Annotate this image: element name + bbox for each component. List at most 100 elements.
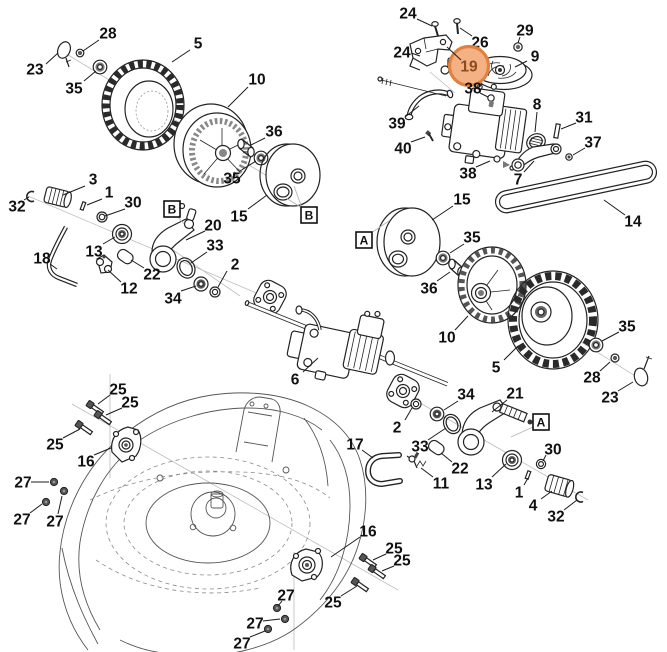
bracket-16-lower xyxy=(290,547,323,582)
callout-37[interactable]: 37 xyxy=(584,135,601,152)
leader-line xyxy=(86,198,103,206)
callout-34[interactable]: 34 xyxy=(164,291,182,308)
callout-5[interactable]: 5 xyxy=(492,360,501,377)
callout-2[interactable]: 2 xyxy=(231,257,240,274)
callout-19[interactable]: 19 xyxy=(460,59,478,76)
nut-27-f xyxy=(263,624,273,634)
assembly-marker-A[interactable]: A xyxy=(537,416,546,430)
bolt-25-f xyxy=(350,577,370,593)
callout-25[interactable]: 25 xyxy=(121,395,139,412)
callout-8[interactable]: 8 xyxy=(533,97,542,114)
marker-leader-line xyxy=(177,216,185,225)
tire-5-left xyxy=(101,59,185,151)
callout-24[interactable]: 24 xyxy=(399,6,417,23)
callout-27[interactable]: 27 xyxy=(277,588,294,605)
callout-3[interactable]: 3 xyxy=(89,172,98,189)
callout-34[interactable]: 34 xyxy=(457,387,475,404)
callout-27[interactable]: 27 xyxy=(13,512,30,529)
leader-line xyxy=(517,36,521,44)
callout-27[interactable]: 27 xyxy=(14,475,31,492)
screw-24 xyxy=(431,21,439,37)
callout-27[interactable]: 27 xyxy=(233,636,250,652)
callout-30[interactable]: 30 xyxy=(124,195,141,212)
callout-27[interactable]: 27 xyxy=(246,616,263,633)
leader-line xyxy=(416,18,433,27)
callout-1[interactable]: 1 xyxy=(515,485,524,502)
callout-10[interactable]: 10 xyxy=(438,330,455,347)
callout-36[interactable]: 36 xyxy=(420,281,438,298)
callout-25[interactable]: 25 xyxy=(324,595,342,612)
assembly-marker-B[interactable]: B xyxy=(305,209,314,223)
callout-20[interactable]: 20 xyxy=(204,218,221,235)
leader-line xyxy=(29,503,43,514)
callout-15[interactable]: 15 xyxy=(230,209,248,226)
leader-line xyxy=(443,400,459,411)
callout-6[interactable]: 6 xyxy=(291,372,300,389)
callout-25[interactable]: 25 xyxy=(46,437,64,454)
callout-32[interactable]: 32 xyxy=(547,509,564,526)
callout-38[interactable]: 38 xyxy=(459,166,477,183)
callout-21[interactable]: 21 xyxy=(506,386,524,403)
callout-25[interactable]: 25 xyxy=(109,382,127,399)
callout-28[interactable]: 28 xyxy=(583,370,601,387)
leader-line xyxy=(410,52,421,57)
callout-11[interactable]: 11 xyxy=(433,476,450,493)
leader-line xyxy=(479,92,489,98)
assembly-marker-box-A[interactable] xyxy=(532,413,550,431)
callout-25[interactable]: 25 xyxy=(385,541,403,558)
assembly-marker-B[interactable]: B xyxy=(168,203,177,217)
washer-2-right xyxy=(410,398,422,410)
callout-10[interactable]: 10 xyxy=(248,72,265,89)
callout-4[interactable]: 4 xyxy=(529,498,538,515)
callout-38[interactable]: 38 xyxy=(464,81,482,98)
callout-27[interactable]: 27 xyxy=(46,514,63,531)
callout-25[interactable]: 25 xyxy=(393,553,411,570)
leader-line xyxy=(381,565,395,572)
callout-13[interactable]: 13 xyxy=(475,477,493,494)
callout-5[interactable]: 5 xyxy=(194,36,203,53)
callout-15[interactable]: 15 xyxy=(453,192,471,209)
callout-14[interactable]: 14 xyxy=(624,214,642,231)
callout-35[interactable]: 35 xyxy=(223,171,241,188)
callout-35[interactable]: 35 xyxy=(618,319,636,336)
callout-23[interactable]: 23 xyxy=(26,62,44,79)
callout-33[interactable]: 33 xyxy=(411,439,429,456)
callout-22[interactable]: 22 xyxy=(143,267,160,284)
assembly-marker-box-B[interactable] xyxy=(163,200,181,218)
leader-line xyxy=(104,208,126,217)
assembly-marker-box-B[interactable] xyxy=(300,206,318,224)
callout-2[interactable]: 2 xyxy=(393,420,402,437)
callout-1[interactable]: 1 xyxy=(105,185,114,202)
callout-18[interactable]: 18 xyxy=(33,251,51,268)
callout-24[interactable]: 24 xyxy=(393,45,411,62)
nut-28-right xyxy=(610,353,620,363)
bearing-35-right-inner xyxy=(435,250,451,266)
bolt-25-c xyxy=(74,420,94,436)
callout-16[interactable]: 16 xyxy=(77,454,95,471)
callout-9[interactable]: 9 xyxy=(531,49,540,66)
callout-23[interactable]: 23 xyxy=(601,390,619,407)
callout-40[interactable]: 40 xyxy=(394,141,411,158)
callout-7[interactable]: 7 xyxy=(514,172,523,189)
leader-line xyxy=(107,269,122,283)
assembly-marker-A[interactable]: A xyxy=(360,234,369,248)
callout-17[interactable]: 17 xyxy=(346,437,363,454)
callout-35[interactable]: 35 xyxy=(463,230,481,247)
callout-36[interactable]: 36 xyxy=(265,124,283,141)
callout-31[interactable]: 31 xyxy=(575,110,593,127)
screw-37 xyxy=(565,153,573,161)
callout-33[interactable]: 33 xyxy=(206,238,224,255)
callout-13[interactable]: 13 xyxy=(85,244,103,261)
callout-35[interactable]: 35 xyxy=(65,81,83,98)
bolt-25-e xyxy=(367,564,387,580)
callout-22[interactable]: 22 xyxy=(451,461,468,478)
callout-39[interactable]: 39 xyxy=(388,116,406,133)
screw-26 xyxy=(453,18,461,35)
callout-16[interactable]: 16 xyxy=(359,524,377,541)
callout-12[interactable]: 12 xyxy=(120,281,137,298)
callout-28[interactable]: 28 xyxy=(99,26,117,43)
callout-29[interactable]: 29 xyxy=(516,23,534,40)
callout-30[interactable]: 30 xyxy=(544,442,561,459)
assembly-marker-box-A[interactable] xyxy=(355,231,373,249)
callout-32[interactable]: 32 xyxy=(8,199,25,216)
